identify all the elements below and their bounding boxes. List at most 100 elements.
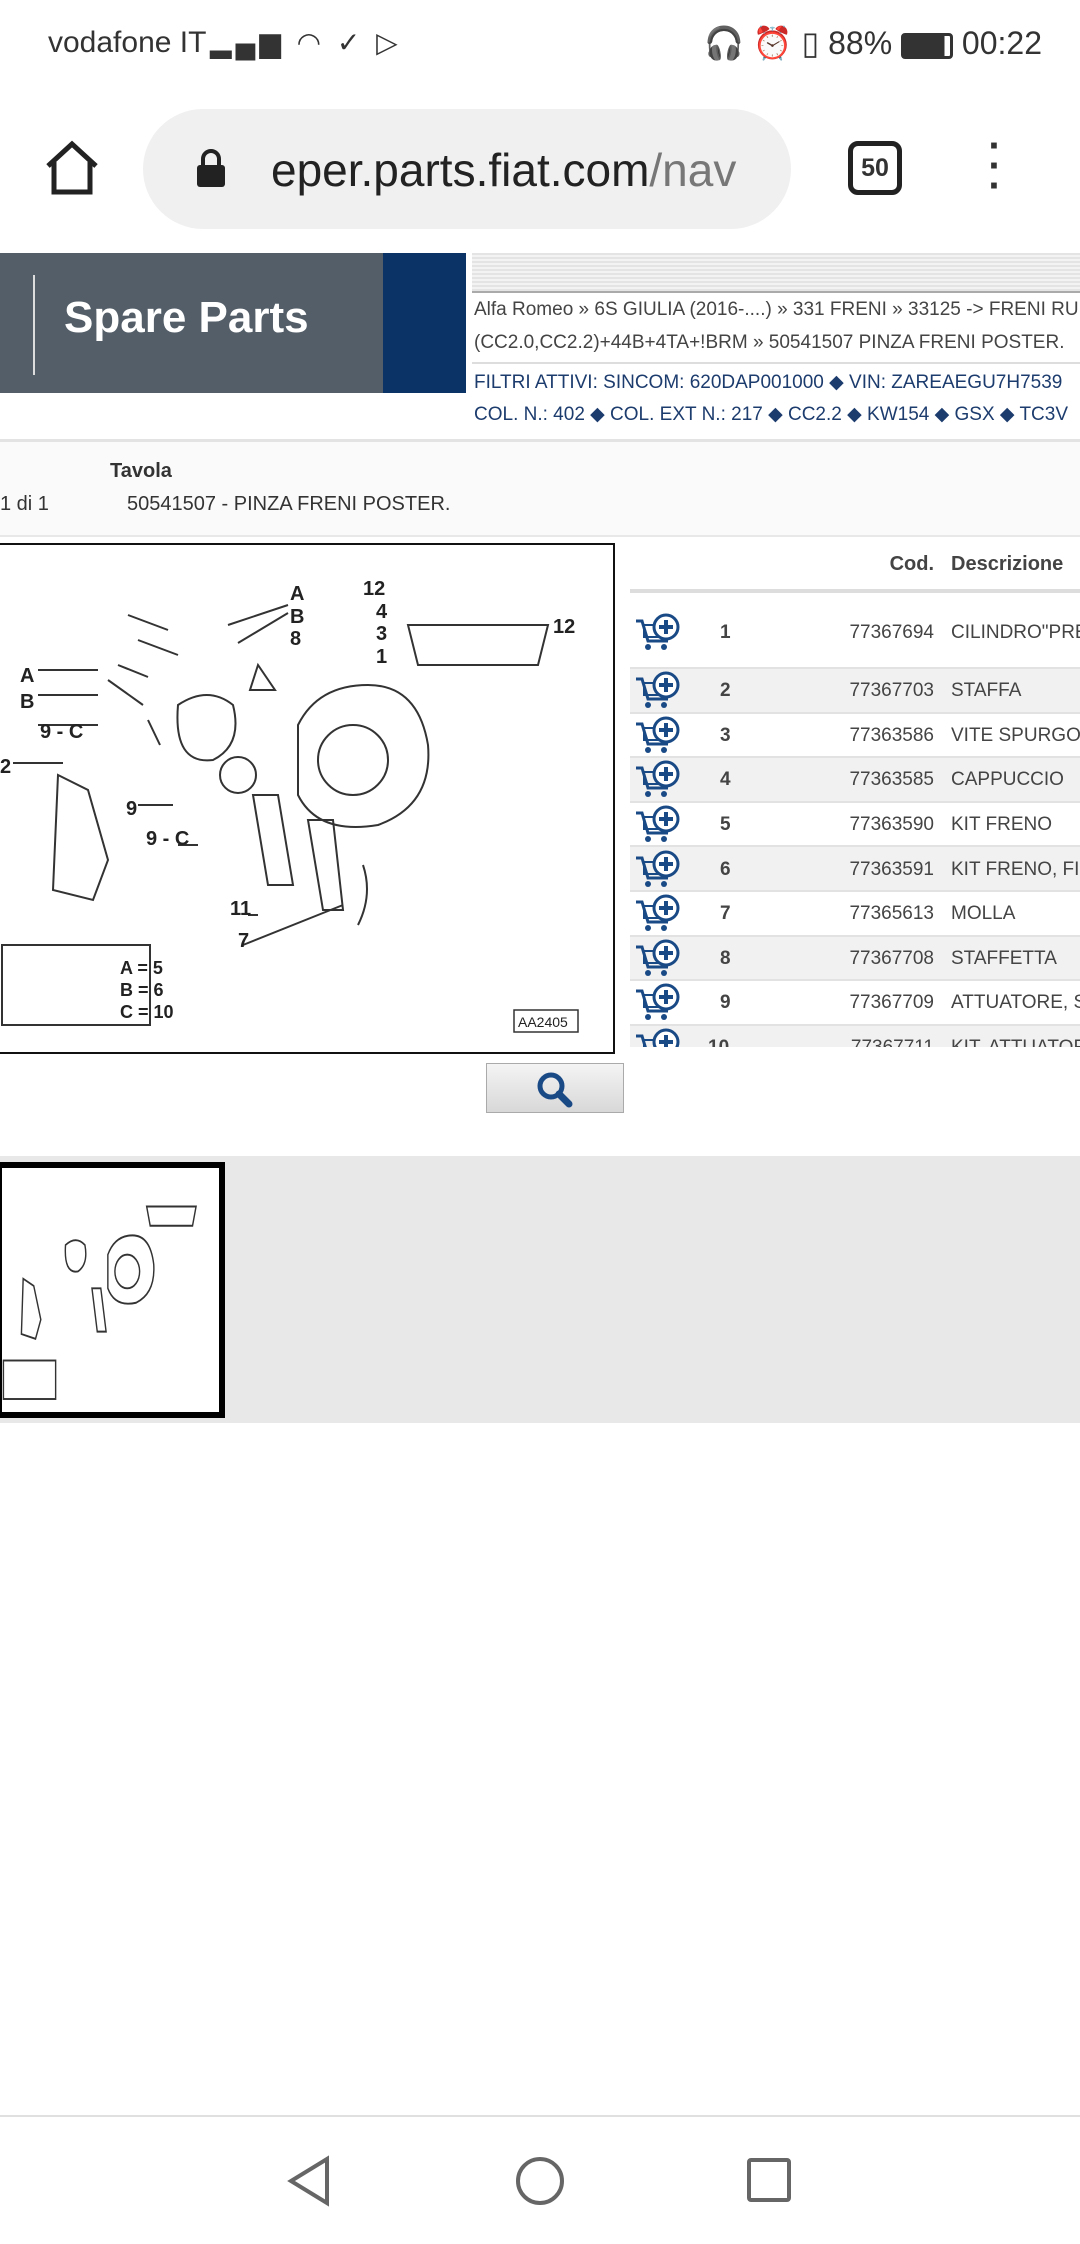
diagram-callout[interactable]: 2 bbox=[0, 756, 11, 778]
diagram-callout[interactable]: 9 bbox=[126, 798, 137, 820]
tab-switcher-button[interactable]: 50 bbox=[848, 141, 902, 195]
tavola-section: Tavola 1 di 1 50541507 - PINZA FRENI POS… bbox=[0, 439, 1080, 537]
part-description: CILINDRO"PREI bbox=[951, 622, 1080, 643]
item-number: 3 bbox=[720, 724, 731, 746]
part-description: MOLLA bbox=[951, 903, 1016, 925]
breadcrumb-line-1[interactable]: Alfa Romeo » 6S GIULIA (2016-....) » 331… bbox=[474, 299, 1079, 320]
column-header-code: Cod. bbox=[889, 553, 934, 575]
recents-icon[interactable] bbox=[746, 2157, 792, 2203]
add-to-cart-icon[interactable] bbox=[634, 716, 682, 762]
table-row: 3 77363586 VITE SPURGO bbox=[630, 713, 1080, 762]
active-filters-line-1: FILTRI ATTIVI: SINCOM: 620DAP001000 ◆ VI… bbox=[474, 372, 1063, 393]
browser-toolbar: eper.parts.fiat.com/nav 50 ··· bbox=[0, 86, 1080, 250]
add-to-cart-icon[interactable] bbox=[634, 983, 682, 1029]
table-row: 10 77367711 KIT. ATTUATOR bbox=[630, 1025, 1080, 1047]
part-code[interactable]: 77363590 bbox=[849, 814, 934, 836]
diagram-callout[interactable]: 1 bbox=[376, 646, 387, 668]
legend-line-3: C = 10 bbox=[120, 1002, 174, 1022]
thumbnail-strip bbox=[0, 1156, 1080, 1423]
parts-table: Cod. Descrizione 1 77367694 CILINDRO"PRE… bbox=[630, 543, 1080, 1047]
add-to-cart-icon[interactable] bbox=[634, 671, 682, 717]
home-nav-icon[interactable] bbox=[514, 2155, 566, 2207]
table-row: 5 77363590 KIT FRENO bbox=[630, 802, 1080, 851]
diagram-callout[interactable]: 3 bbox=[376, 623, 387, 645]
battery-percent: 88% bbox=[828, 25, 893, 61]
item-number: 5 bbox=[720, 814, 731, 836]
add-to-cart-icon[interactable] bbox=[634, 939, 682, 985]
part-code[interactable]: 77363591 bbox=[849, 858, 934, 880]
diagram-callout[interactable]: A bbox=[290, 583, 304, 605]
column-header-description: Descrizione bbox=[951, 553, 1064, 575]
diagram-callout[interactable]: 9 - C bbox=[146, 828, 189, 850]
home-icon[interactable] bbox=[42, 138, 102, 198]
part-code[interactable]: 77365613 bbox=[849, 903, 934, 925]
part-description: KIT. ATTUATOR bbox=[951, 1037, 1080, 1047]
brand-divider bbox=[33, 275, 35, 375]
diagram-callout[interactable]: 12 bbox=[363, 578, 385, 600]
add-to-cart-icon[interactable] bbox=[634, 613, 682, 659]
diagram-callout[interactable]: A bbox=[20, 665, 34, 687]
part-code[interactable]: 77367703 bbox=[849, 680, 934, 702]
page-indicator: 1 di 1 bbox=[0, 493, 49, 515]
legend-line-1: A = 5 bbox=[120, 958, 163, 978]
diagram-callout[interactable]: 9 - C bbox=[40, 721, 83, 743]
add-to-cart-icon[interactable] bbox=[634, 805, 682, 851]
diagram-callout[interactable]: B bbox=[20, 691, 34, 713]
table-row: 7 77365613 MOLLA bbox=[630, 892, 1080, 937]
part-code[interactable]: 77367711 bbox=[851, 1037, 934, 1047]
add-to-cart-icon[interactable] bbox=[634, 850, 682, 896]
diagram-thumbnail[interactable] bbox=[0, 1162, 225, 1418]
signal-wifi-icons: ▂▄▆ ◠ ✓ ▷ bbox=[210, 27, 402, 58]
item-number: 9 bbox=[720, 992, 731, 1014]
table-row: 4 77363585 CAPPUCCIO bbox=[630, 758, 1080, 803]
active-filters-line-2: COL. N.: 402 ◆ COL. EXT N.: 217 ◆ CC2.2 … bbox=[474, 404, 1069, 425]
breadcrumb-line-2[interactable]: (CC2.0,CC2.2)+44B+4TA+!BRM » 50541507 PI… bbox=[474, 332, 1065, 353]
zoom-search-button[interactable] bbox=[486, 1063, 624, 1113]
part-code[interactable]: 77367709 bbox=[849, 992, 934, 1014]
item-number: 1 bbox=[720, 622, 731, 643]
add-to-cart-icon[interactable] bbox=[634, 1028, 682, 1047]
tavola-label: Tavola bbox=[110, 460, 172, 482]
add-to-cart-icon[interactable] bbox=[634, 894, 682, 940]
magnifier-icon bbox=[537, 1072, 573, 1108]
diagram-callout[interactable]: 7 bbox=[238, 930, 249, 952]
part-description: KIT FRENO, FIS bbox=[951, 858, 1080, 880]
menu-icon[interactable]: ··· bbox=[988, 124, 1002, 208]
part-description: STAFFETTA bbox=[951, 947, 1057, 969]
breadcrumb: Alfa Romeo » 6S GIULIA (2016-....) » 331… bbox=[472, 253, 1080, 435]
diagram-callout[interactable]: 4 bbox=[376, 601, 388, 623]
status-icons: 🎧 ⏰ ▯ bbox=[704, 25, 820, 61]
legend-line-2: B = 6 bbox=[120, 980, 164, 1000]
part-code[interactable]: 77363585 bbox=[849, 769, 934, 791]
back-icon[interactable] bbox=[285, 2155, 333, 2207]
diagram-callout[interactable]: 12 bbox=[553, 616, 575, 638]
brand-accent bbox=[383, 253, 466, 393]
carrier: vodafone IT bbox=[48, 26, 207, 59]
status-right: 🎧 ⏰ ▯ 88% 00:22 bbox=[704, 24, 1042, 62]
table-row: 2 77367703 STAFFA bbox=[630, 669, 1080, 714]
diagram-callout[interactable]: B bbox=[290, 606, 304, 628]
url-bar[interactable]: eper.parts.fiat.com/nav bbox=[143, 109, 791, 229]
item-number: 2 bbox=[720, 680, 731, 702]
tavola-value: 50541507 - PINZA FRENI POSTER. bbox=[127, 493, 451, 515]
part-description: STAFFA bbox=[951, 680, 1022, 702]
url-text: eper.parts.fiat.com/nav bbox=[271, 144, 737, 196]
diagram-code: AA2405 bbox=[518, 1014, 568, 1030]
brand-title: Spare Parts bbox=[64, 293, 309, 342]
battery-icon bbox=[901, 32, 954, 59]
site-header: Spare Parts Alfa Romeo » 6S GIULIA (2016… bbox=[0, 253, 1080, 425]
part-description: CAPPUCCIO bbox=[951, 769, 1064, 791]
part-code[interactable]: 77367694 bbox=[849, 622, 934, 643]
android-nav-bar bbox=[0, 2115, 1080, 2244]
divider bbox=[472, 362, 1080, 364]
diagram-callout[interactable]: 11 bbox=[230, 898, 251, 920]
diagram-callout[interactable]: 8 bbox=[290, 628, 301, 650]
part-description: KIT FRENO bbox=[951, 814, 1052, 836]
item-number: 4 bbox=[720, 769, 731, 791]
table-row: 1 77367694 CILINDRO"PREI bbox=[630, 597, 1080, 669]
table-row: 6 77363591 KIT FRENO, FIS bbox=[630, 847, 1080, 892]
part-code[interactable]: 77363586 bbox=[849, 724, 934, 746]
add-to-cart-icon[interactable] bbox=[634, 760, 682, 806]
part-code[interactable]: 77367708 bbox=[849, 947, 934, 969]
